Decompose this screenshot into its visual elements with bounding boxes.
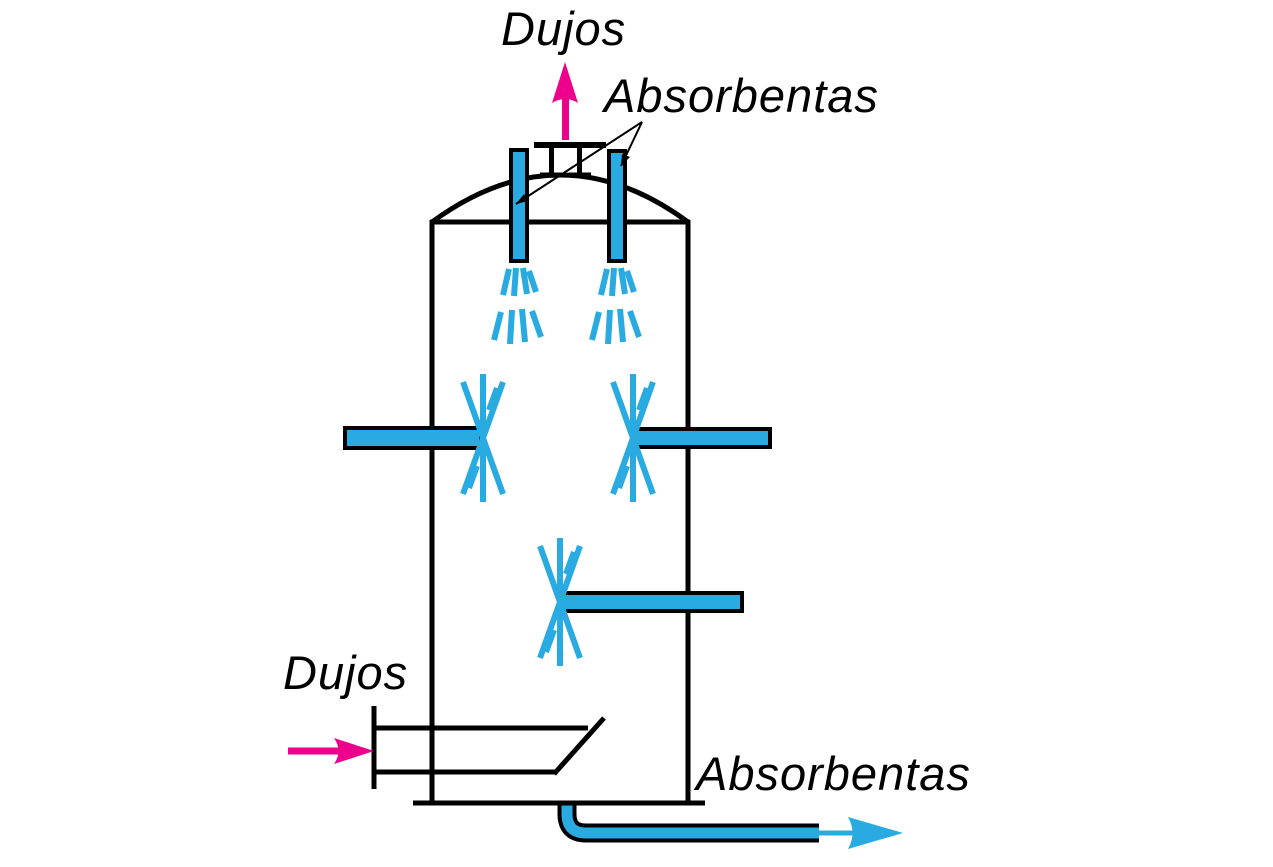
- absorbent-out-arrow: [819, 817, 903, 849]
- vessel-dome: [430, 172, 690, 225]
- absorbent-nozzle-right: [607, 149, 627, 263]
- label-gas-in: Dujos: [283, 646, 409, 699]
- absorbent-leader-lines: [515, 121, 643, 205]
- absorbent-pipe-lower: [559, 591, 744, 613]
- gas-inlet-pipe: [371, 706, 606, 789]
- absorbent-nozzle-left: [509, 148, 529, 263]
- absorbent-pipe-middle-right: [632, 427, 772, 449]
- spray-lower: [537, 538, 583, 666]
- gas-outlet-nozzle: [534, 142, 606, 178]
- absorbent-drain-pipe: [557, 803, 819, 843]
- label-absorbent-out: Absorbentas: [696, 747, 971, 800]
- spray-middle-right: [610, 374, 656, 502]
- leader-arrow-icon: [516, 194, 528, 204]
- absorbent-pipe-middle-left: [343, 426, 483, 450]
- spray-top-left: [491, 267, 544, 345]
- spray-top-right: [589, 267, 642, 345]
- gas-in-arrow: [288, 738, 374, 764]
- label-gas-out: Dujos: [501, 2, 627, 55]
- vessel-shell: [413, 172, 705, 806]
- spray-middle-left: [460, 374, 506, 502]
- label-absorbent-in: Absorbentas: [604, 69, 879, 122]
- gas-out-arrow: [552, 62, 578, 140]
- leader-arrow-icon: [621, 154, 630, 166]
